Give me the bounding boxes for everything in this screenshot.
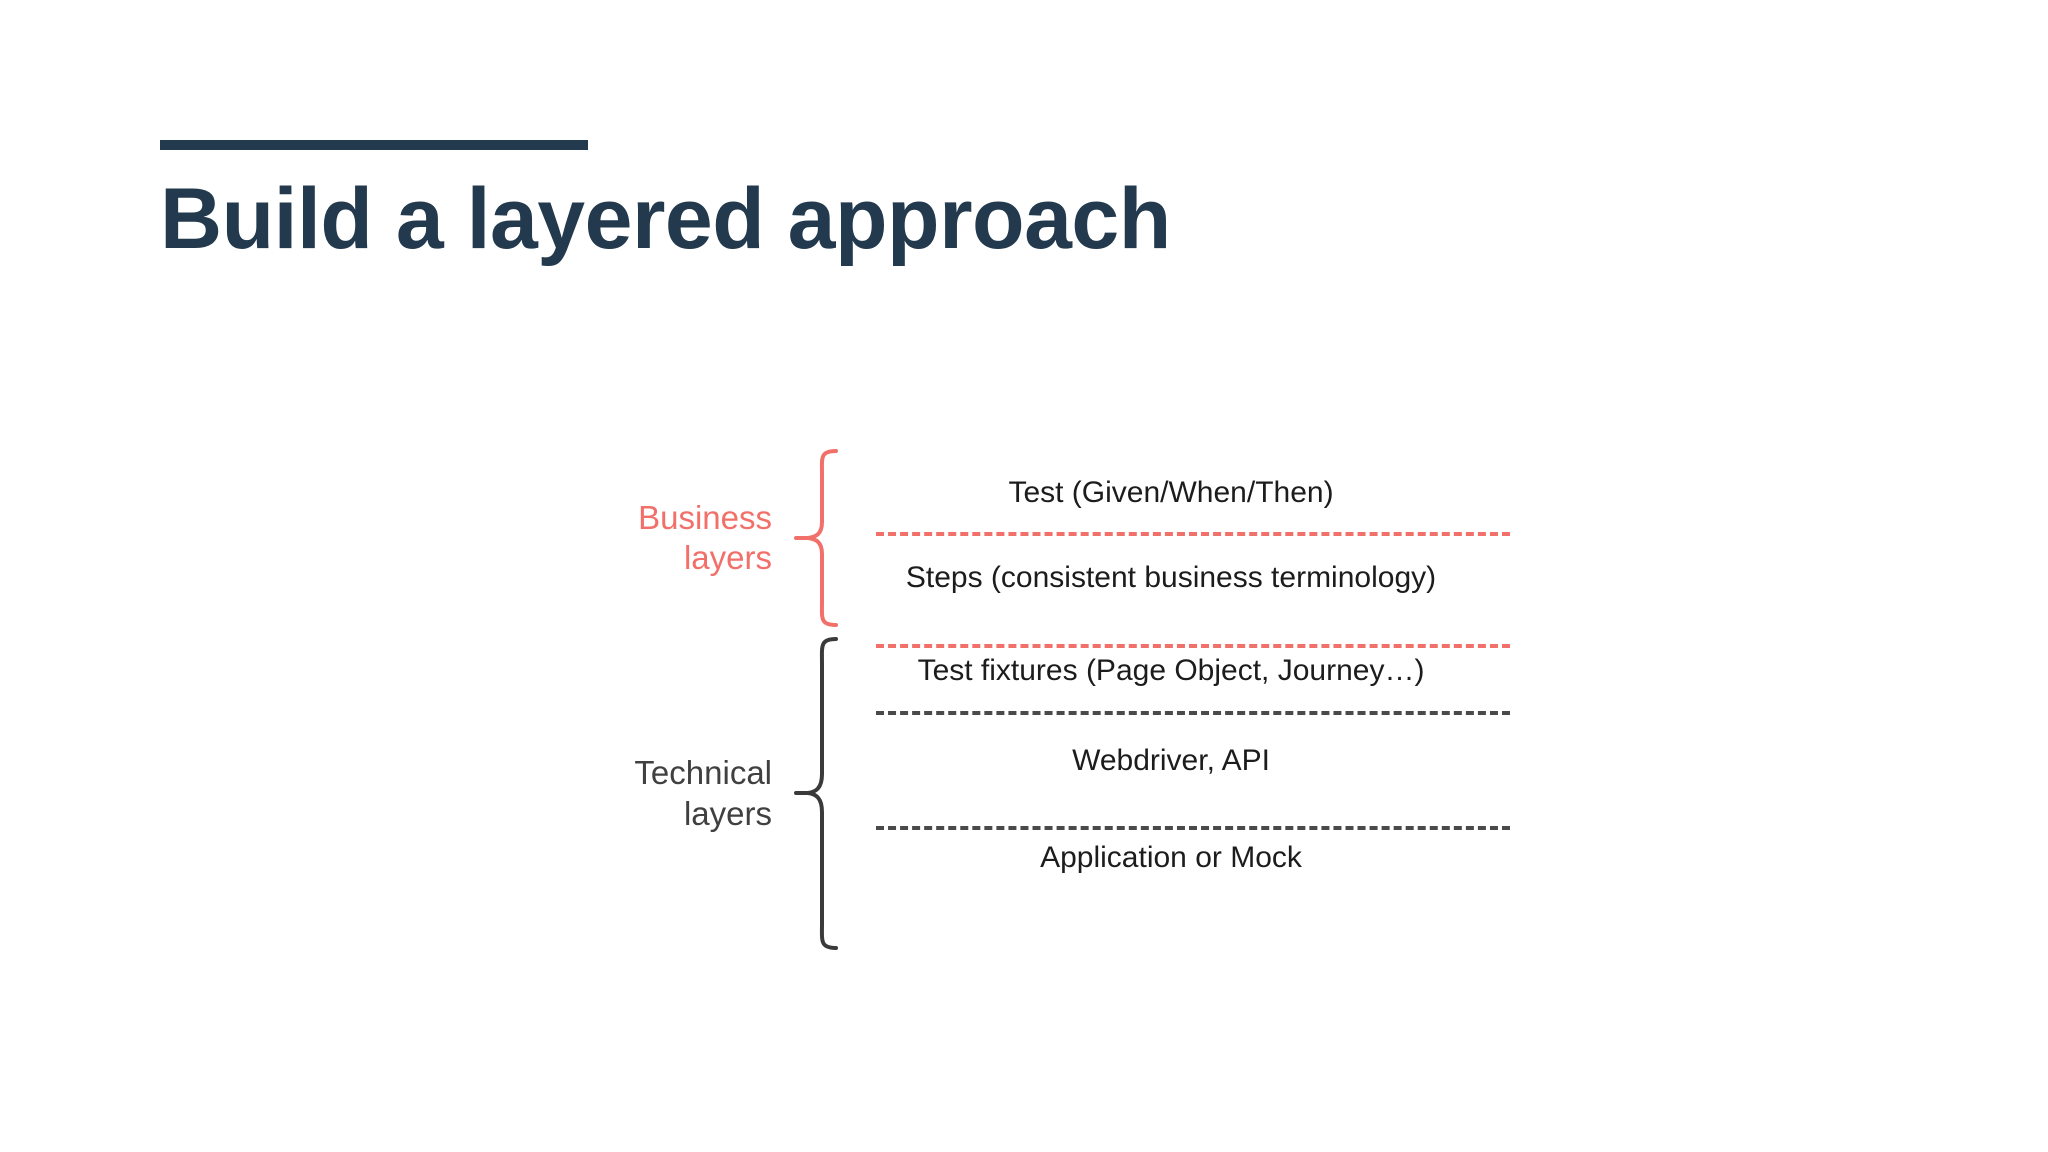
layered-approach-diagram: Business layers Test (Given/When/Then) S… <box>560 440 1510 960</box>
curly-brace-business-icon <box>794 449 838 627</box>
layer-divider <box>876 826 1510 830</box>
group-label-technical: Technical layers <box>560 753 790 834</box>
group-label-business-line2: layers <box>683 539 772 576</box>
layer-divider <box>876 644 1510 648</box>
title-accent-rule <box>160 140 588 150</box>
layer-divider <box>876 711 1510 715</box>
diagram-group-business: Business layers Test (Given/When/Then) S… <box>560 448 1510 648</box>
diagram-group-technical: Technical layers Test fixtures (Page Obj… <box>560 636 1510 951</box>
group-label-business: Business layers <box>560 498 790 579</box>
slide-header: Build a layered approach <box>160 140 1560 262</box>
group-label-business-line1: Business <box>638 498 772 536</box>
layer-divider <box>876 532 1510 536</box>
layer-row: Application or Mock <box>1040 841 1302 874</box>
group-label-technical-line1: Technical <box>634 754 772 792</box>
page-title: Build a layered approach <box>160 171 1171 267</box>
technical-rows: Test fixtures (Page Object, Journey…) We… <box>842 636 1510 951</box>
group-label-technical-line2: layers <box>683 794 772 832</box>
business-rows: Test (Given/When/Then) Steps (consistent… <box>842 448 1510 648</box>
curly-brace-technical-icon <box>794 637 838 950</box>
layer-row: Webdriver, API <box>1072 744 1270 777</box>
layer-row: Steps (consistent business terminology) <box>905 561 1437 594</box>
layer-row: Test fixtures (Page Object, Journey…) <box>917 654 1425 687</box>
layer-row: Test (Given/When/Then) <box>1008 476 1334 509</box>
